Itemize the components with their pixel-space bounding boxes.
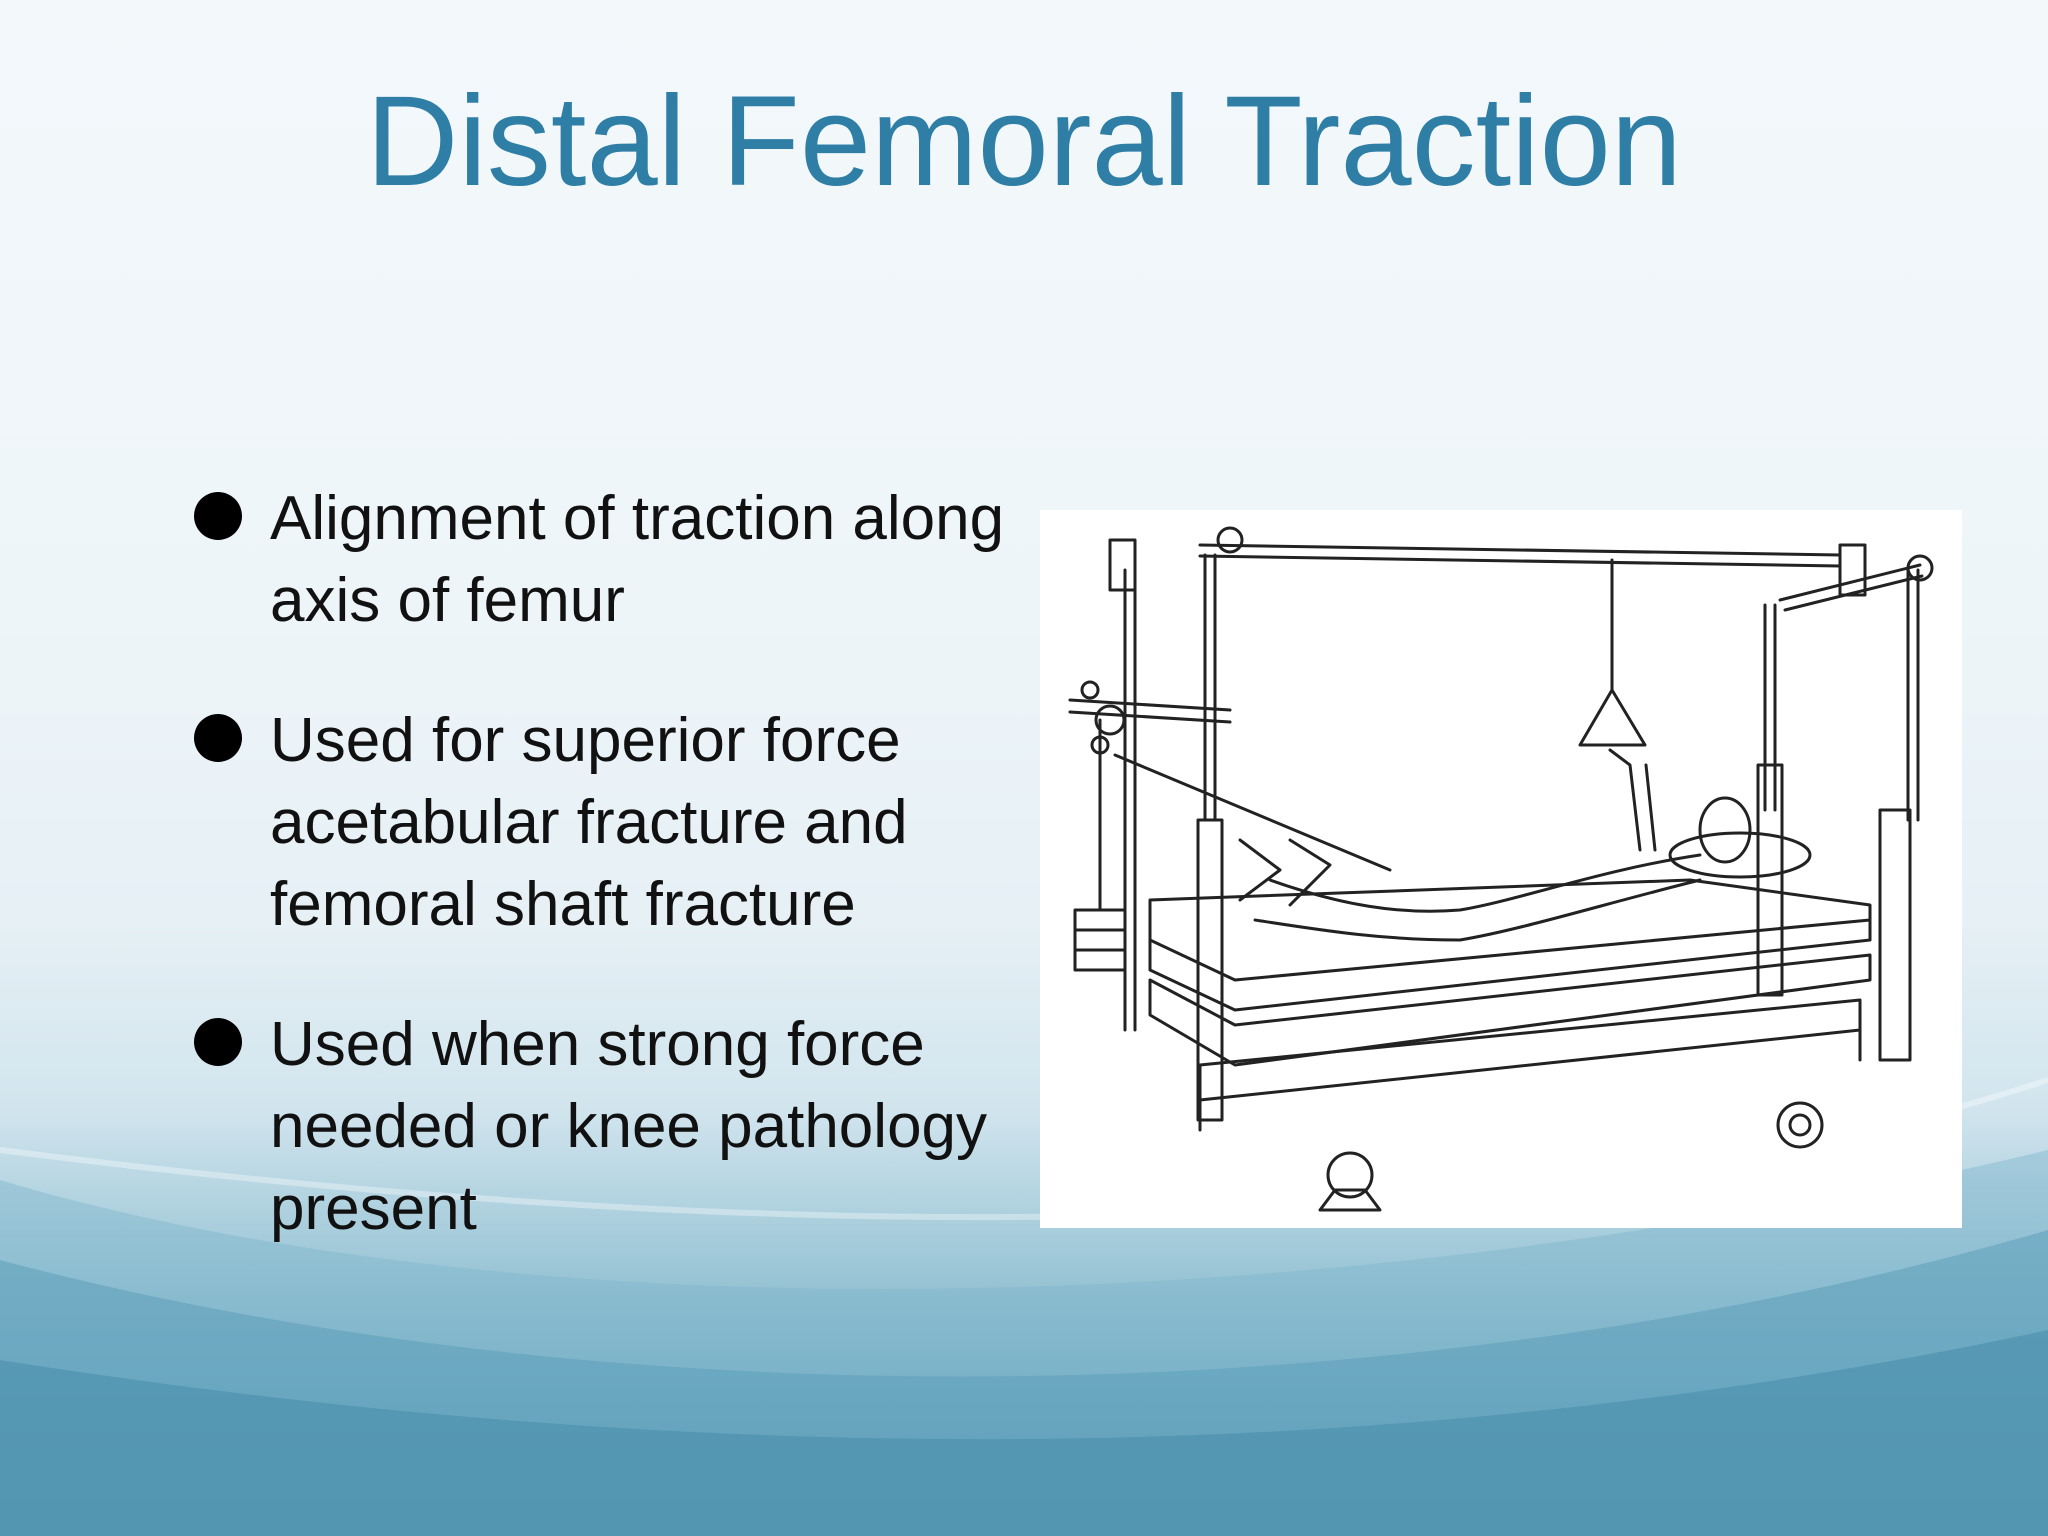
traction-weights [1073, 718, 1127, 972]
bullet-list: Alignment of traction along axis of femu… [190, 478, 1030, 1308]
bullet-text: Alignment of traction along axis of femu… [270, 484, 1005, 635]
trapeze-bar [1578, 558, 1647, 747]
hospital-bed [1148, 878, 1872, 1212]
traction-bed-illustration [1040, 510, 1962, 1228]
bullet-item: Alignment of traction along axis of femu… [190, 478, 1030, 642]
traction-cord [1113, 753, 1392, 872]
overhead-frame [1068, 526, 1934, 1122]
slide-title: Distal Femoral Traction [366, 70, 1682, 213]
bullet-text: Used for superior force acetabular fract… [270, 706, 908, 939]
bullet-item: Used when strong force needed or knee pa… [190, 1004, 1030, 1250]
bullet-dot-icon [194, 714, 242, 762]
bullet-dot-icon [194, 1018, 242, 1066]
patient-figure [1238, 748, 1812, 942]
bullet-item: Used for superior force acetabular fract… [190, 700, 1030, 946]
bullet-dot-icon [194, 492, 242, 540]
bullet-text: Used when strong force needed or knee pa… [270, 1010, 988, 1243]
